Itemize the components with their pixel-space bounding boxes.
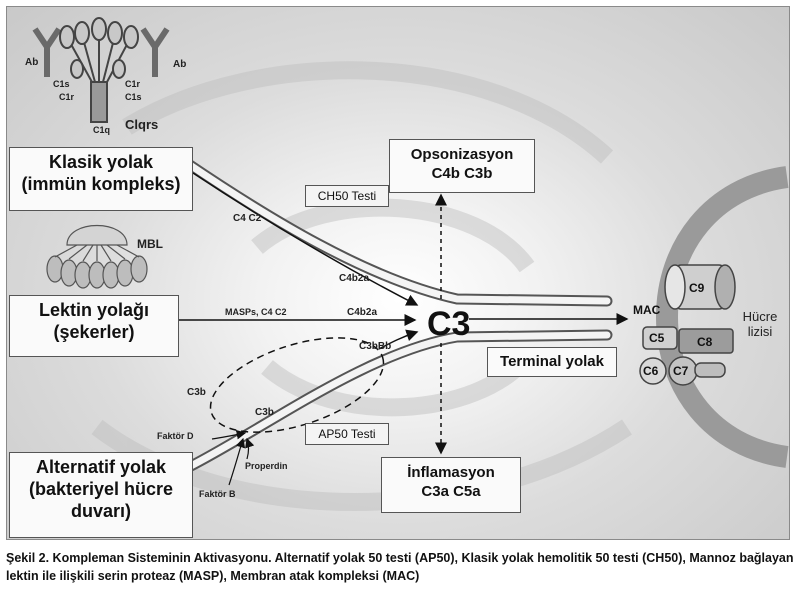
- c5-label: C5: [649, 331, 665, 345]
- terminal-yolak-label: Terminal yolak: [500, 353, 604, 370]
- ab-left-label: Ab: [25, 57, 39, 68]
- c4c2-label: C4 C2: [233, 213, 262, 224]
- alternatif-yolak-subtitle-2: duvarı): [70, 501, 131, 521]
- figure-caption: Şekil 2. Kompleman Sisteminin Aktivasyon…: [6, 549, 796, 585]
- alternatif-yolak-box: Alternatif yolak (bakteriyel hücre duvar…: [9, 452, 193, 538]
- cell-lysis-line-1: Hücre: [742, 309, 778, 324]
- mbl-label: MBL: [137, 237, 163, 251]
- ap50-test-box: AP50 Testi: [305, 423, 389, 445]
- c7-label: C7: [673, 364, 689, 378]
- ch50-test-box: CH50 Testi: [305, 185, 389, 207]
- c6-circle: [639, 357, 667, 385]
- faktor-d-arrow: [211, 429, 247, 440]
- c8-block: [678, 328, 734, 354]
- lektin-yolagi-subtitle: (şekerler): [53, 322, 135, 342]
- c5-block: [642, 326, 678, 350]
- alternatif-yolak-title: Alternatif yolak: [35, 457, 167, 477]
- cell-lysis-line-2: lizisi: [747, 324, 773, 339]
- inflamasyon-title: İnflamasyon: [407, 464, 495, 481]
- klasik-yolak-subtitle: (immün kompleks): [21, 174, 181, 194]
- classical-arrow: [192, 172, 419, 306]
- lektin-yolagi-title: Lektin yolağı: [38, 300, 150, 320]
- klasik-yolak-box: Klasik yolak (immün kompleks): [9, 147, 193, 211]
- caption-line-2: lektin ile ilişkili serin proteaz (MASP)…: [6, 569, 420, 583]
- c1qrs-label: Clqrs: [125, 117, 159, 132]
- faktor-b-arrow: [228, 437, 246, 486]
- c1-complex-illustration: [32, 17, 170, 123]
- c4b2a-top-label: C4b2a: [339, 273, 370, 284]
- ap50-test-label: AP50 Testi: [318, 427, 376, 441]
- c8-label: C8: [697, 335, 713, 349]
- terminal-yolak-box: Terminal yolak: [487, 347, 617, 377]
- c3-label: C3: [427, 305, 471, 343]
- c1r-left-label: C1r: [59, 92, 75, 102]
- mbl-illustration: [46, 225, 148, 289]
- c1q-label: C1q: [93, 125, 111, 135]
- opsonizasyon-products: C4b C3b: [431, 165, 493, 182]
- faktor-b-label: Faktör B: [199, 489, 236, 499]
- cell-membrane: [655, 166, 789, 468]
- masps-label: MASPs, C4 C2: [225, 307, 287, 317]
- mac-label: MAC: [633, 303, 661, 317]
- opsonizasyon-title: Opsonizasyon: [410, 146, 514, 163]
- c3bbb-label: C3bBb: [359, 341, 392, 352]
- mac-complex: [639, 264, 736, 386]
- faktor-d-label: Faktör D: [157, 431, 194, 441]
- properdin-label: Properdin: [245, 461, 288, 471]
- c9-label: C9: [689, 281, 705, 295]
- c1s-left-label: C1s: [53, 79, 70, 89]
- caption-line-1: Şekil 2. Kompleman Sisteminin Aktivasyon…: [6, 551, 794, 565]
- complement-diagram: Ab Ab C1s C1r C1r C1s C1q Clqrs MBL Klas…: [6, 6, 790, 540]
- ch50-test-label: CH50 Testi: [317, 189, 377, 203]
- c6-label: C6: [643, 364, 659, 378]
- cell-lysis-label: Hücre lizisi: [735, 309, 785, 339]
- amplification-loop: [209, 337, 385, 433]
- properdin-arrow: [245, 437, 255, 460]
- c1s-right-label: C1s: [125, 92, 142, 102]
- inflamasyon-box: İnflamasyon C3a C5a: [381, 457, 521, 513]
- ab-right-label: Ab: [173, 59, 187, 70]
- c3b-loop-label: C3b: [187, 387, 206, 398]
- lektin-yolagi-box: Lektin yolağı (şekerler): [9, 295, 179, 357]
- inflamasyon-products: C3a C5a: [421, 483, 481, 500]
- c3b-mid-label: C3b: [255, 407, 274, 418]
- opsonizasyon-box: Opsonizasyon C4b C3b: [389, 139, 535, 193]
- c4b2a-mid-label: C4b2a: [347, 307, 378, 318]
- alternatif-yolak-subtitle-1: (bakteriyel hücre: [28, 479, 174, 499]
- c1r-right-label: C1r: [125, 79, 141, 89]
- klasik-yolak-title: Klasik yolak: [48, 152, 154, 172]
